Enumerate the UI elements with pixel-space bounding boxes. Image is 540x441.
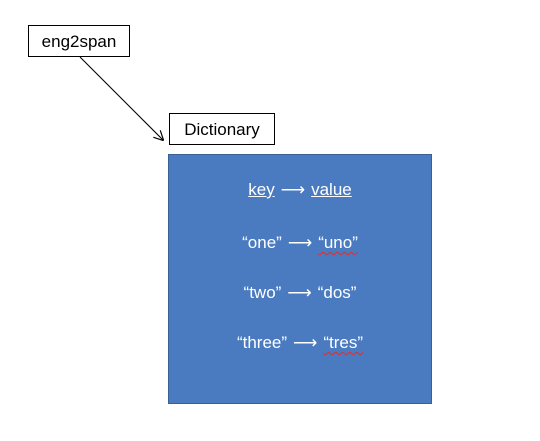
entry-row: “two” ⟶ “dos”: [169, 284, 431, 301]
variable-name: eng2span: [41, 31, 117, 51]
entry-arrow: ⟶: [287, 233, 313, 252]
entry-row: “three” ⟶ “tres”: [169, 334, 431, 351]
dictionary-label-box: Dictionary: [169, 113, 275, 145]
arrow-line: [79, 56, 163, 140]
entry-value: “uno”: [318, 233, 358, 252]
entry-row: “one” ⟶ “uno”: [169, 234, 431, 251]
dictionary-label: Dictionary: [184, 119, 260, 139]
header-arrow: ⟶: [280, 180, 306, 199]
dictionary-panel: key ⟶ value “one” ⟶ “uno” “two” ⟶ “dos” “three…: [168, 154, 432, 404]
entry-value: “tres”: [323, 333, 364, 352]
entry-arrow: ⟶: [287, 283, 312, 302]
entry-key: “three”: [236, 333, 288, 352]
entry-value: “dos”: [317, 283, 357, 302]
entry-arrow: ⟶: [293, 333, 318, 352]
header-value: value: [311, 180, 352, 199]
entry-key: “one”: [242, 233, 282, 252]
header-row: key ⟶ value: [169, 181, 431, 198]
header-key: key: [248, 180, 275, 199]
variable-name-box: eng2span: [28, 25, 130, 57]
entry-key: “two”: [243, 283, 282, 302]
